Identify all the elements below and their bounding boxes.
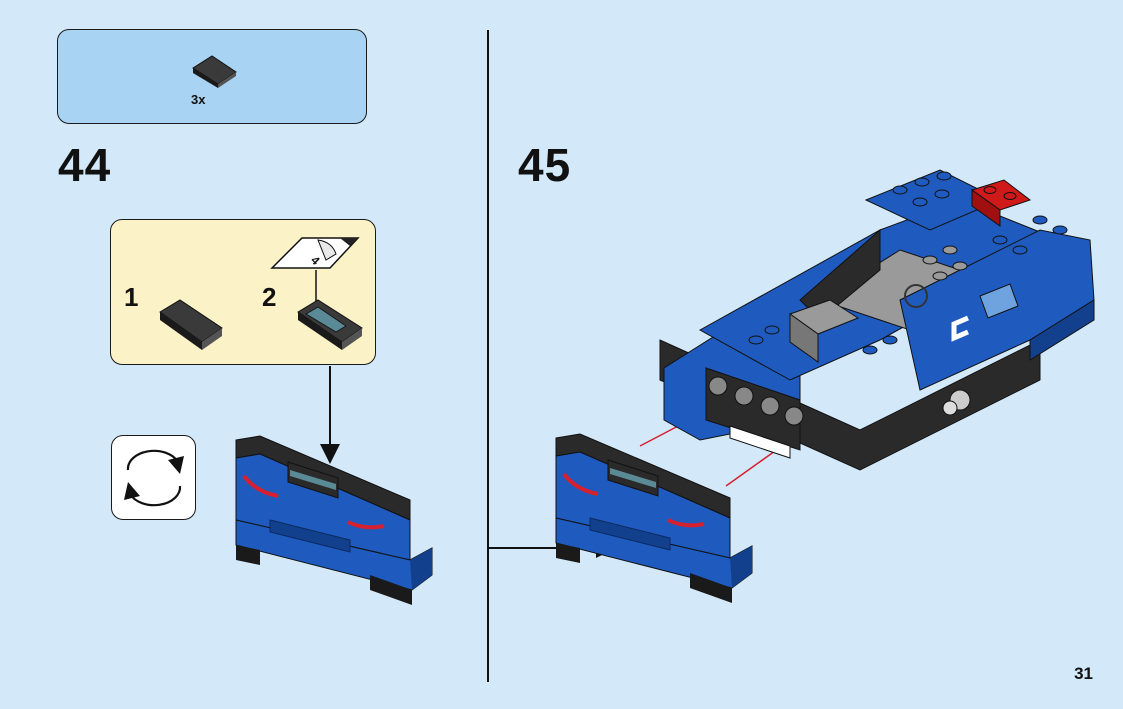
sub-step-1-slope-brick — [160, 300, 222, 350]
car-body-model — [660, 170, 1094, 470]
sub-step-2-slope-brick — [298, 300, 362, 350]
rear-bumper-assembly-45 — [556, 434, 752, 603]
rotate-model-icon — [124, 451, 184, 505]
rear-bumper-assembly-44 — [236, 436, 432, 605]
